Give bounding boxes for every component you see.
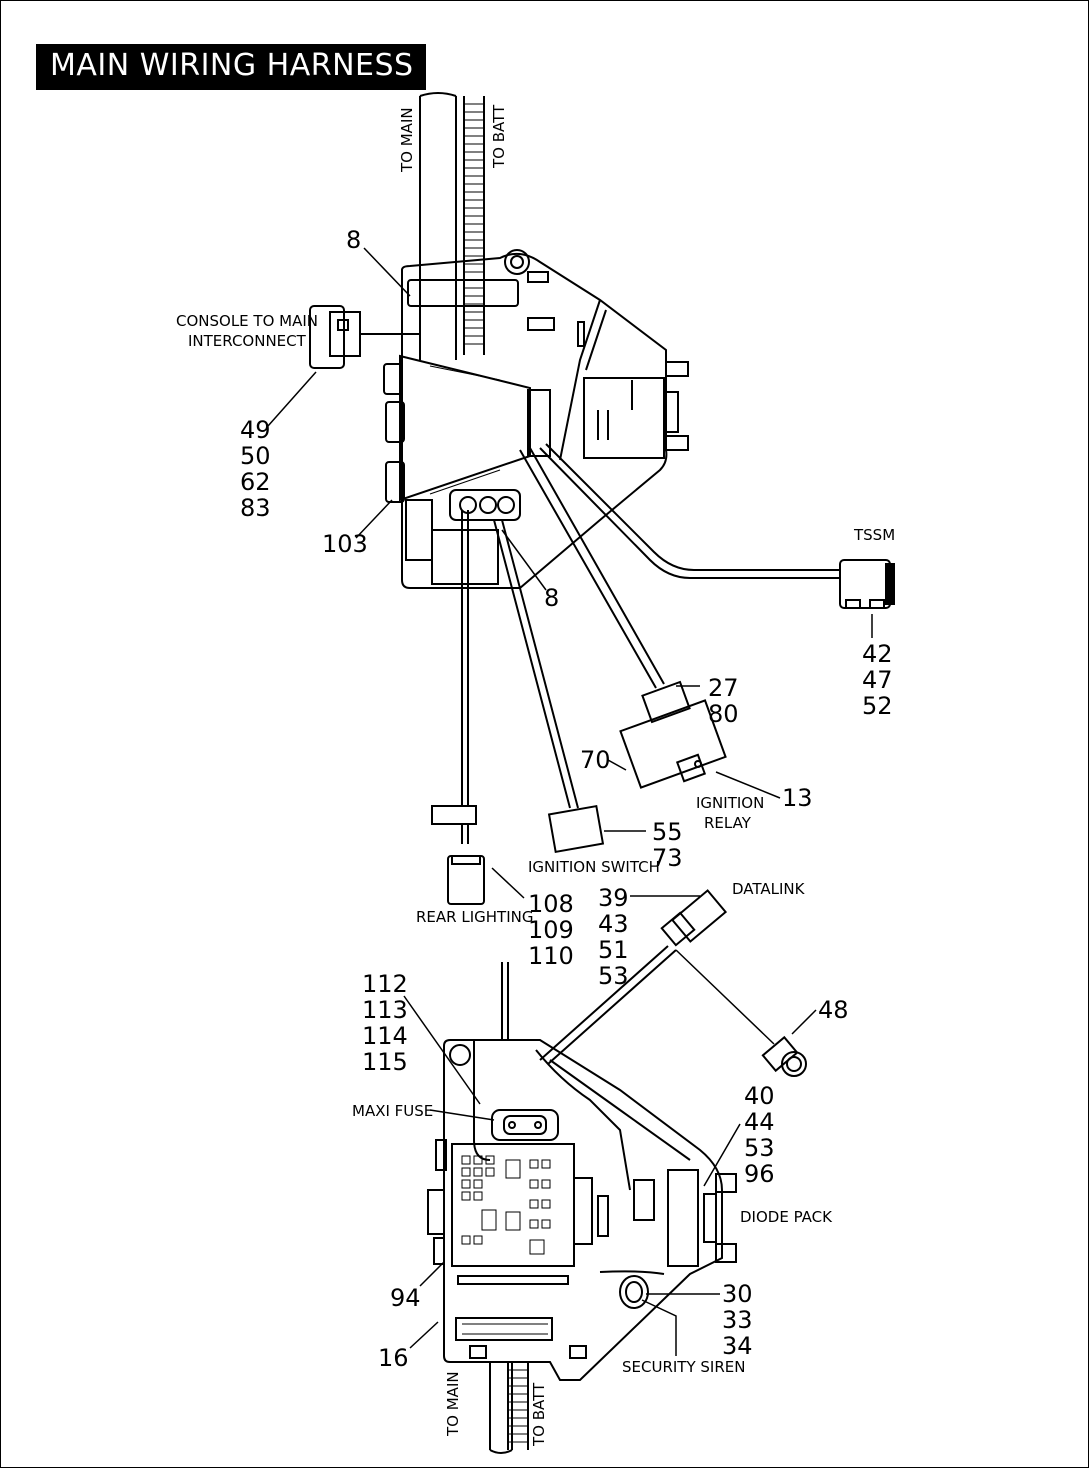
upper-module-housing bbox=[401, 252, 668, 589]
callout-51: 51 bbox=[598, 936, 629, 964]
callout-34: 34 bbox=[722, 1332, 753, 1360]
accessory-connector-48 bbox=[761, 1035, 807, 1077]
security-siren-label: SECURITY SIREN bbox=[622, 1358, 745, 1376]
console-label-line2: INTERCONNECT bbox=[188, 332, 307, 350]
callout-43: 43 bbox=[598, 910, 629, 938]
callout-62: 62 bbox=[240, 468, 271, 496]
datalink-cable bbox=[539, 945, 677, 1065]
callout-94: 94 bbox=[390, 1284, 421, 1312]
ignition-relay-label-line1: IGNITION bbox=[696, 794, 764, 812]
callout-52: 52 bbox=[862, 692, 893, 720]
console-label-line1: CONSOLE TO MAIN bbox=[176, 312, 318, 330]
callout-33: 33 bbox=[722, 1306, 753, 1334]
callout-30: 30 bbox=[722, 1280, 753, 1308]
to-main-top-label: TO MAIN bbox=[398, 107, 416, 173]
callout-109: 109 bbox=[528, 916, 574, 944]
battery-cable-top bbox=[463, 96, 485, 355]
callout-53-diode: 53 bbox=[744, 1134, 775, 1162]
ignition-switch-cable bbox=[493, 519, 579, 809]
ignition-relay-label-line2: RELAY bbox=[704, 814, 752, 832]
to-batt-bottom-label: TO BATT bbox=[530, 1382, 548, 1447]
ignition-relay bbox=[619, 699, 727, 789]
callout-50: 50 bbox=[240, 442, 271, 470]
maxi-fuse bbox=[491, 1109, 559, 1141]
harness-funnel-cover bbox=[399, 354, 531, 502]
battery-cable-bottom bbox=[507, 1362, 529, 1450]
maxi-fuse-label: MAXI FUSE bbox=[352, 1102, 433, 1120]
mount-hole-top bbox=[504, 249, 530, 275]
main-trunk-cable bbox=[419, 96, 457, 360]
tssm-label: TSSM bbox=[853, 526, 895, 544]
callout-39: 39 bbox=[598, 884, 629, 912]
rear-lighting-label: REAR LIGHTING bbox=[416, 908, 533, 926]
page-title: MAIN WIRING HARNESS bbox=[50, 48, 414, 83]
rear-lighting-connector bbox=[447, 855, 485, 905]
callout-112: 112 bbox=[362, 970, 408, 998]
datalink-label: DATALINK bbox=[732, 880, 806, 898]
fuse-box bbox=[451, 1143, 575, 1267]
callout-73: 73 bbox=[652, 844, 683, 872]
tssm-cable bbox=[539, 443, 840, 579]
lower-module-housing bbox=[443, 1039, 723, 1381]
callout-83: 83 bbox=[240, 494, 271, 522]
callout-42: 42 bbox=[862, 640, 893, 668]
callout-70: 70 bbox=[580, 746, 611, 774]
main-trunk-cable-bottom bbox=[489, 1362, 513, 1450]
callout-115: 115 bbox=[362, 1048, 408, 1076]
callout-55: 55 bbox=[652, 818, 683, 846]
mount-hole-bottom bbox=[449, 1044, 471, 1066]
callout-103: 103 bbox=[322, 530, 368, 558]
callout-40: 40 bbox=[744, 1082, 775, 1110]
datalink-connector bbox=[660, 889, 728, 947]
to-batt-top-label: TO BATT bbox=[490, 104, 508, 169]
rear-lighting-cable bbox=[461, 510, 469, 806]
callout-48: 48 bbox=[818, 996, 849, 1024]
ignition-switch-connector bbox=[547, 804, 605, 854]
ignition-switch-label: IGNITION SWITCH bbox=[528, 858, 660, 876]
callout-49: 49 bbox=[240, 416, 271, 444]
callout-13: 13 bbox=[782, 784, 813, 812]
callout-44: 44 bbox=[744, 1108, 775, 1136]
callout-80: 80 bbox=[708, 700, 739, 728]
tssm-connector bbox=[839, 559, 895, 609]
to-main-bottom-label: TO MAIN bbox=[444, 1371, 462, 1437]
callout-108: 108 bbox=[528, 890, 574, 918]
callout-8-mid: 8 bbox=[544, 584, 559, 612]
callout-53-datalink: 53 bbox=[598, 962, 629, 990]
callout-110: 110 bbox=[528, 942, 574, 970]
security-siren-connector bbox=[619, 1275, 649, 1309]
ignition-relay-cable bbox=[519, 447, 665, 689]
callout-8-top: 8 bbox=[346, 226, 361, 254]
callout-47: 47 bbox=[862, 666, 893, 694]
callout-27: 27 bbox=[708, 674, 739, 702]
accessory-lead bbox=[675, 949, 775, 1045]
callout-113: 113 bbox=[362, 996, 408, 1024]
callout-114: 114 bbox=[362, 1022, 408, 1050]
callout-16: 16 bbox=[378, 1344, 409, 1372]
diode-pack-label: DIODE PACK bbox=[740, 1208, 833, 1226]
callout-96: 96 bbox=[744, 1160, 775, 1188]
console-connector bbox=[309, 305, 420, 369]
title-banner: MAIN WIRING HARNESS bbox=[36, 44, 426, 90]
